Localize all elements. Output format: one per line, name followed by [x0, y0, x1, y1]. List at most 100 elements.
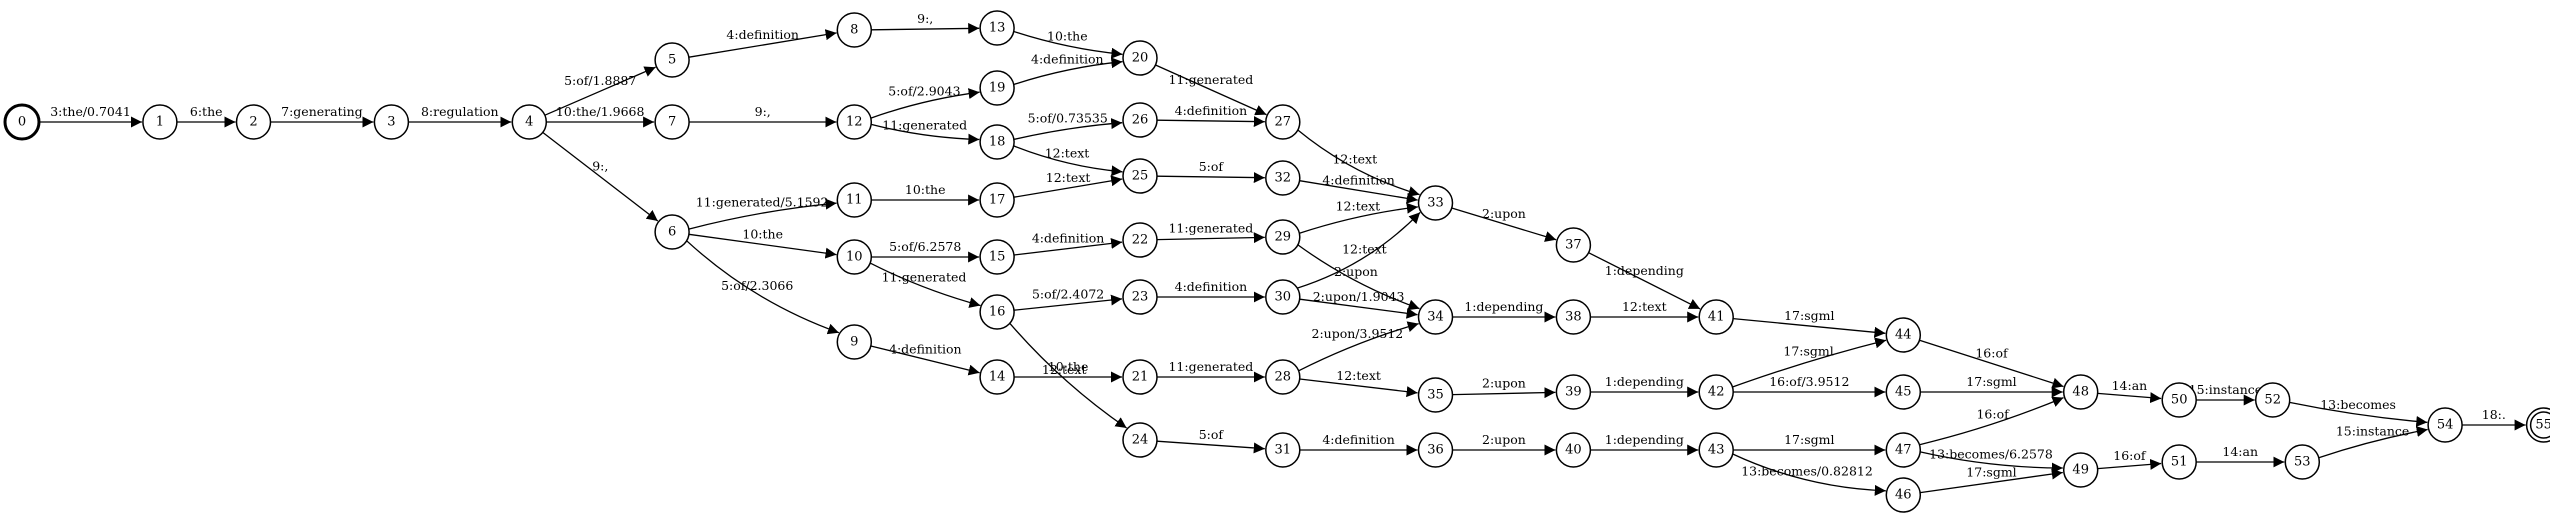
edge-arrow — [870, 88, 980, 119]
state-label: 21 — [1132, 370, 1149, 385]
edge-label: 16:of — [1975, 345, 2009, 360]
edge-label: 10:the — [1048, 359, 1089, 374]
edge-23-30: 4:definition — [1157, 279, 1265, 303]
state-label: 45 — [1895, 385, 1912, 400]
state-circle — [836, 104, 873, 140]
state-circle — [1122, 40, 1158, 76]
state-label: 16 — [989, 305, 1006, 320]
state-54: 54 — [2427, 407, 2463, 443]
state-21: 21 — [1122, 359, 1158, 395]
edge-label: 5:of/1.8887 — [564, 73, 636, 88]
state-19: 19 — [979, 70, 1015, 106]
edge-label: 4:definition — [726, 27, 799, 42]
state-circle — [836, 324, 873, 360]
edge-arrow — [870, 345, 980, 376]
state-label: 49 — [2072, 463, 2089, 478]
edge-27-33: 12:text — [1297, 129, 1420, 197]
edge-label: 11:generated — [882, 270, 967, 285]
state-10: 10 — [836, 239, 873, 275]
state-label: 17 — [989, 193, 1006, 208]
edge-arrow — [1920, 451, 2063, 474]
state-circle — [1885, 317, 1922, 353]
state-49: 49 — [2062, 452, 2099, 488]
state-26: 26 — [1122, 102, 1158, 138]
state-label: 9 — [850, 335, 858, 350]
state-circle — [979, 124, 1015, 160]
edge-30-34: 2:upon/1.9043 — [1299, 289, 1418, 319]
edge-arrow — [1013, 175, 1123, 198]
state-label: 55 — [2535, 418, 2550, 433]
state-label: 2 — [249, 115, 257, 130]
state-circle — [979, 359, 1015, 395]
state-18: 18 — [979, 124, 1015, 160]
edge-arrow — [1452, 387, 1556, 399]
edge-arrow — [1156, 172, 1265, 184]
state-circle — [654, 42, 690, 78]
state-label: 31 — [1275, 443, 1292, 458]
state-label: 42 — [1708, 385, 1725, 400]
edge-arrow — [1297, 129, 1420, 197]
state-circle — [1555, 299, 1592, 335]
edge-arrow — [1156, 232, 1265, 244]
edge-label: 11:generated — [1168, 359, 1253, 374]
state-13: 13 — [979, 10, 1015, 46]
edge-arrow — [1297, 211, 1421, 289]
edge-label: 12:text — [1622, 299, 1667, 314]
state-label: 7 — [668, 115, 676, 130]
state-label: 11 — [846, 193, 863, 208]
edge-26-27: 4:definition — [1156, 103, 1265, 128]
edge-label: 4:definition — [889, 341, 962, 356]
edge-label: 14:an — [2222, 444, 2258, 459]
state-circle — [979, 182, 1015, 218]
edge-arrow — [1919, 396, 2064, 446]
state-41: 41 — [1698, 299, 1734, 335]
edge-9-14: 4:definition — [870, 341, 980, 376]
edge-arrow — [1155, 64, 1267, 116]
state-label: 10 — [846, 250, 863, 265]
state-28: 28 — [1265, 359, 1301, 395]
edge-15-22: 4:definition — [1013, 231, 1123, 256]
edge-arrow — [869, 262, 981, 308]
edge-0-1: 3:the/0.7041 — [39, 104, 142, 128]
edge-16-24: 12:text — [1009, 322, 1127, 429]
state-circle — [1698, 374, 1734, 410]
edge-35-39: 2:upon — [1452, 376, 1556, 399]
state-35: 35 — [1417, 377, 1454, 413]
edge-arrow — [1919, 339, 2064, 389]
edge-10-15: 5:of/6.2578 — [871, 239, 980, 263]
state-circle — [1417, 432, 1454, 468]
edge-47-49: 13:becomes/6.2578 — [1920, 447, 2063, 474]
edge-46-49: 17:sgml — [1920, 465, 2063, 494]
edge-18-25: 12:text — [1013, 145, 1123, 177]
edge-label: 17:sgml — [1784, 432, 1834, 447]
state-circle — [1122, 359, 1158, 395]
edge-arrow — [1732, 337, 1887, 388]
state-label: 19 — [989, 81, 1006, 96]
edge-10-16: 11:generated — [869, 262, 981, 308]
edge-arrow — [1299, 378, 1418, 398]
edge-label: 13:becomes — [2320, 397, 2396, 412]
edge-36-40: 2:upon — [1452, 432, 1556, 456]
edge-label: 5:of/2.9043 — [888, 84, 960, 99]
state-circle — [979, 70, 1015, 106]
edge-label: 16:of — [2113, 448, 2147, 463]
state-circle — [1885, 432, 1922, 468]
state-15: 15 — [979, 239, 1015, 275]
edge-label: 6:the — [190, 104, 223, 119]
edge-30-33: 12:text — [1297, 211, 1421, 289]
state-circle — [1417, 185, 1454, 221]
state-circle — [142, 104, 178, 140]
state-label: 35 — [1427, 388, 1444, 403]
edge-24-31: 5:of — [1156, 427, 1265, 454]
edge-arrow — [1298, 321, 1419, 372]
state-circle — [654, 214, 690, 250]
edge-label: 1:depending — [1605, 374, 1684, 389]
edge-47-48: 16:of — [1919, 396, 2064, 446]
edge-arrow — [871, 123, 980, 145]
edge-arrow — [2289, 401, 2428, 427]
edge-label: 5:of/6.2578 — [889, 239, 961, 254]
state-circle — [373, 104, 410, 140]
state-circle — [1555, 432, 1592, 468]
